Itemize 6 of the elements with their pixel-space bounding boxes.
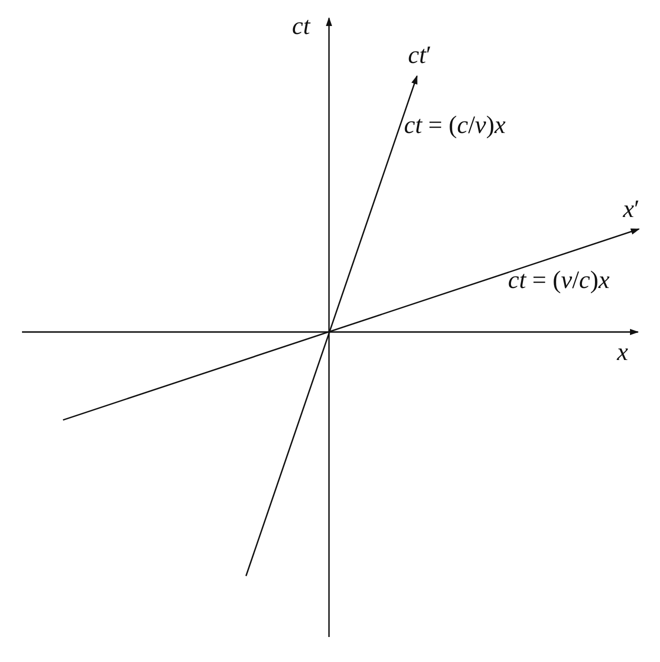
axis-label: x′ xyxy=(623,197,640,222)
axis-label: x xyxy=(617,340,628,365)
axis-label: ct xyxy=(292,14,310,39)
axis-label: ct′ xyxy=(408,43,432,68)
axis-label: ct = (c/v)x xyxy=(404,113,506,138)
axis-label: ct = (v/c)x xyxy=(508,268,610,293)
